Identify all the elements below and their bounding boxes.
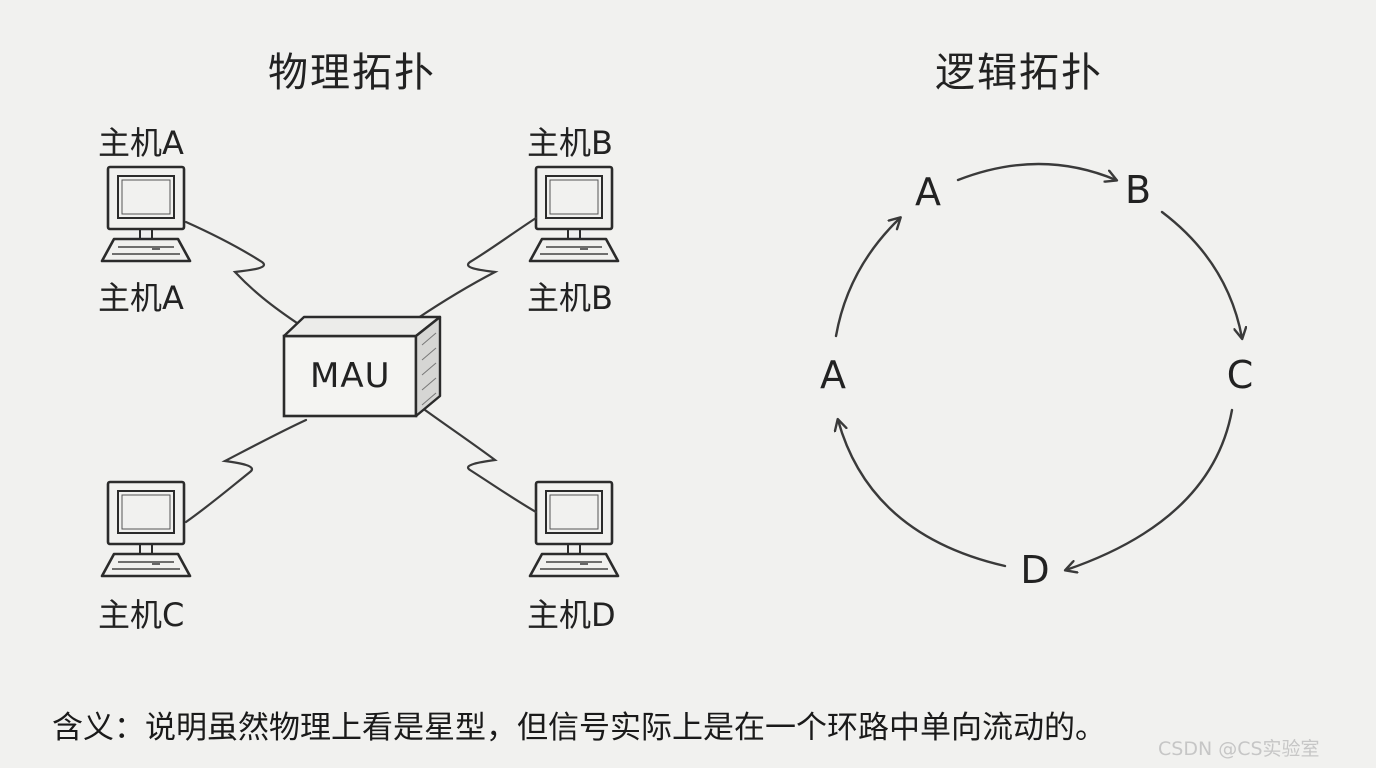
host-b-label-top: 主机B xyxy=(527,124,613,162)
computer-host-c-icon xyxy=(100,480,192,578)
host-b-label-bottom: 主机B xyxy=(527,279,613,317)
computer-host-b-icon xyxy=(528,165,620,263)
host-a-label-bottom: 主机A xyxy=(98,279,184,317)
cable-host-d xyxy=(423,408,538,514)
ring-arrow-d-to-a xyxy=(838,420,1007,568)
ring-node-c: C xyxy=(1226,353,1254,397)
caption-text: 含义：说明虽然物理上看是星型，但信号实际上是在一个环路中单向流动的。 xyxy=(52,710,1106,746)
logical-topology-title: 逻辑拓扑 xyxy=(935,50,1103,96)
ring-arrow-a-to-b xyxy=(956,162,1116,180)
ring-node-d: D xyxy=(1020,548,1050,592)
physical-topology-title: 物理拓扑 xyxy=(268,50,436,96)
ring-arrow-b-to-c xyxy=(1160,210,1242,338)
computer-host-d-icon xyxy=(528,480,620,578)
cable-host-a xyxy=(184,220,302,327)
ring-node-a-left: A xyxy=(820,353,846,397)
host-a-label-top: 主机A xyxy=(98,124,184,162)
cable-host-c xyxy=(184,418,308,524)
ring-node-a-top: A xyxy=(915,170,941,214)
mau-hub-label: MAU xyxy=(310,356,391,396)
mau-hub-box xyxy=(282,315,442,418)
ring-node-b: B xyxy=(1124,168,1152,212)
watermark-text: CSDN @CS实验室 xyxy=(1158,738,1320,760)
host-c-label: 主机C xyxy=(98,596,185,634)
cable-host-b xyxy=(416,216,538,320)
computer-host-a-icon xyxy=(100,165,192,263)
ring-arrow-c-to-d xyxy=(1066,408,1234,570)
host-d-label: 主机D xyxy=(527,596,616,634)
ring-arrow-a-to-a xyxy=(834,218,900,338)
